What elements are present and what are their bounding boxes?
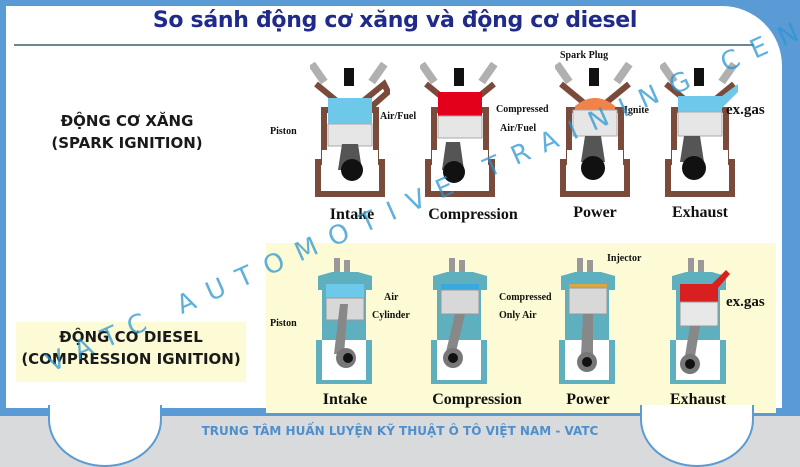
petrol-label-line2: (SPARK IGNITION) bbox=[51, 134, 203, 152]
diesel-compression-engine-diagram bbox=[431, 258, 487, 384]
diesel-annotation-only-air: Only Air bbox=[499, 310, 537, 321]
petrol-annotation-ignite: Ignite bbox=[624, 105, 649, 116]
diesel-power-engine-diagram bbox=[559, 258, 615, 384]
diesel-intake-engine-diagram bbox=[316, 258, 372, 384]
petrol-annotation-compressed: Compressed bbox=[496, 104, 549, 115]
petrol-stage-intake: Intake bbox=[329, 206, 375, 223]
petrol-intake-engine-diagram bbox=[310, 61, 390, 197]
title-divider bbox=[14, 44, 754, 46]
footer-text: TRUNG TÂM HUẤN LUYỆN KỸ THUẬT Ô TÔ VIỆT … bbox=[201, 424, 599, 438]
diesel-label-line1: ĐỘNG CƠ DIESEL bbox=[59, 328, 203, 346]
petrol-exhaust-engine-diagram bbox=[660, 61, 738, 197]
diesel-exhaust-engine-diagram bbox=[670, 258, 730, 384]
petrol-stage-exhaust: Exhaust bbox=[671, 204, 729, 221]
petrol-stage-compression: Compression bbox=[428, 206, 518, 223]
diesel-annotation-injector: Injector bbox=[607, 253, 642, 264]
petrol-power-engine-diagram bbox=[555, 61, 633, 197]
slide-title: So sánh động cơ xăng và động cơ diesel bbox=[152, 8, 638, 33]
diesel-stage-power: Power bbox=[566, 391, 610, 408]
petrol-annotation-spark-plug: Spark Plug bbox=[560, 50, 609, 61]
diesel-stage-compression: Compression bbox=[432, 391, 522, 408]
diesel-annotation-cylinder: Cylinder bbox=[372, 310, 410, 321]
petrol-stage-power: Power bbox=[573, 204, 617, 221]
diesel-annotation-compressed: Compressed bbox=[499, 292, 552, 303]
petrol-annotation-compressed-air-fuel: Air/Fuel bbox=[500, 123, 537, 134]
petrol-label-line1: ĐỘNG CƠ XĂNG bbox=[60, 112, 194, 130]
diesel-stage-exhaust: Exhaust bbox=[669, 391, 727, 408]
diesel-engine-label: ĐỘNG CƠ DIESEL (COMPRESSION IGNITION) bbox=[16, 322, 246, 382]
petrol-compression-engine-diagram bbox=[420, 61, 498, 197]
petrol-engine-label: ĐỘNG CƠ XĂNG (SPARK IGNITION) bbox=[32, 110, 222, 154]
diesel-annotation-air: Air bbox=[384, 292, 399, 303]
petrol-annotation-air-fuel: Air/Fuel bbox=[380, 111, 417, 122]
petrol-annotation-piston: Piston bbox=[270, 126, 297, 137]
diesel-label-line2: (COMPRESSION IGNITION) bbox=[21, 350, 241, 368]
diesel-stage-intake: Intake bbox=[322, 391, 368, 408]
diesel-annotation-piston: Piston bbox=[270, 318, 297, 329]
petrol-annotation-exhaust-gas: ex.gas bbox=[726, 102, 765, 118]
diesel-annotation-exhaust-gas: ex.gas bbox=[726, 294, 765, 310]
